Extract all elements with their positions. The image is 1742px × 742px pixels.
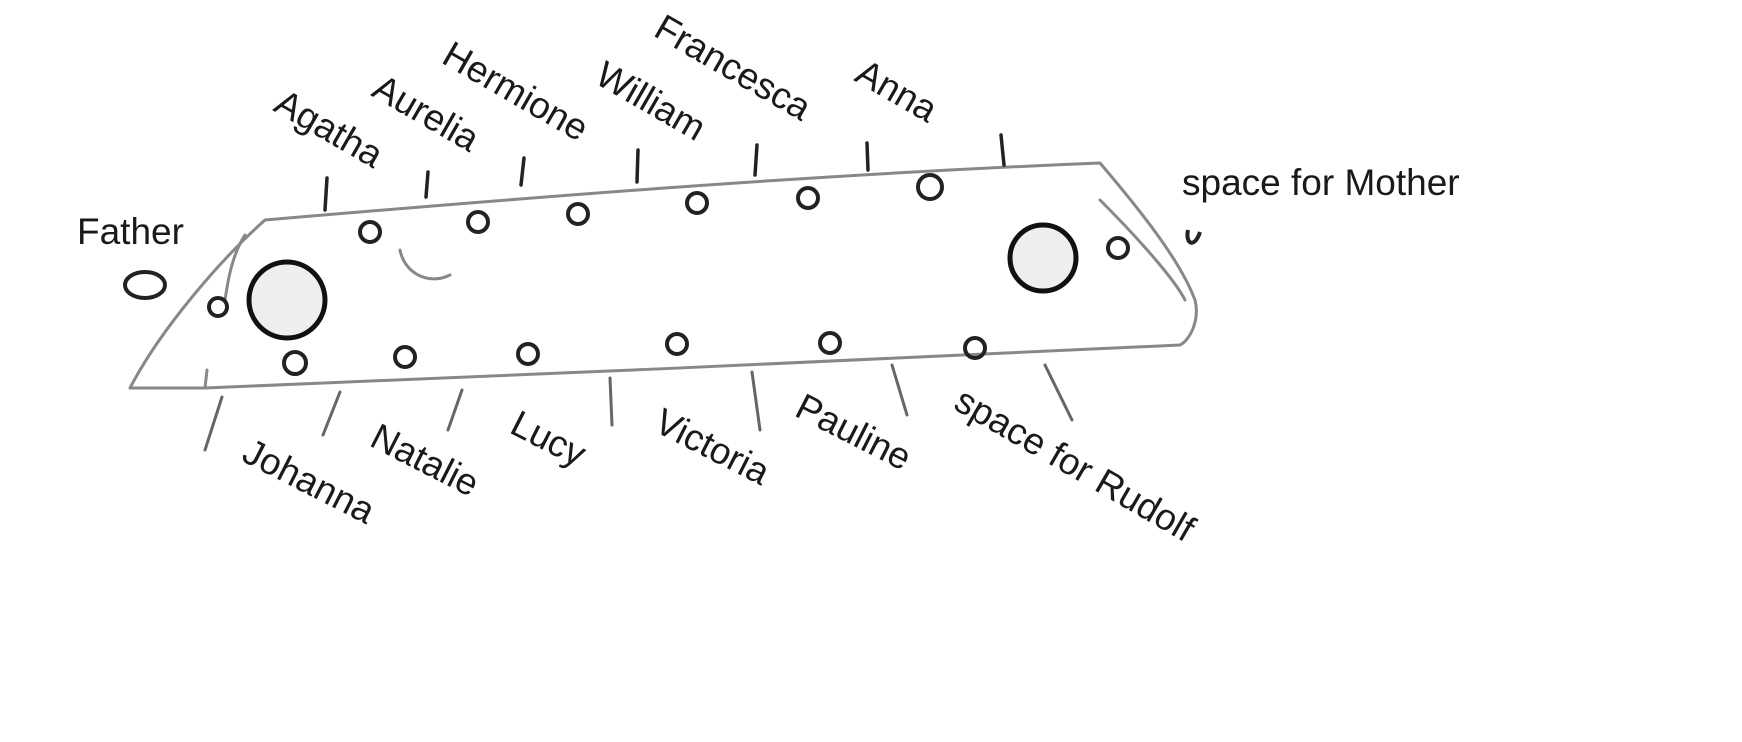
serving-dish xyxy=(1007,222,1079,294)
label-father: Father xyxy=(77,211,184,252)
table-inner-line xyxy=(203,368,209,390)
label-top-seat: Anna xyxy=(849,51,945,130)
label-bottom-seat: Johanna xyxy=(236,431,381,532)
label-mother: space for Mother xyxy=(1182,162,1460,203)
label-bottom-seat: Natalie xyxy=(364,416,485,505)
plates xyxy=(123,173,1202,376)
label-bottom-seat: Pauline xyxy=(789,386,918,479)
label-bottom-seat: space for Rudolf xyxy=(948,379,1202,550)
label-bottom-seat: Lucy xyxy=(504,403,593,475)
seat-ticks-top xyxy=(323,133,1006,212)
table-inner-line xyxy=(223,233,247,302)
seat-ticks-bottom xyxy=(203,363,1074,452)
serving-dish xyxy=(246,259,328,341)
table-inner-line xyxy=(1098,198,1187,302)
table-inner-line xyxy=(398,248,452,281)
